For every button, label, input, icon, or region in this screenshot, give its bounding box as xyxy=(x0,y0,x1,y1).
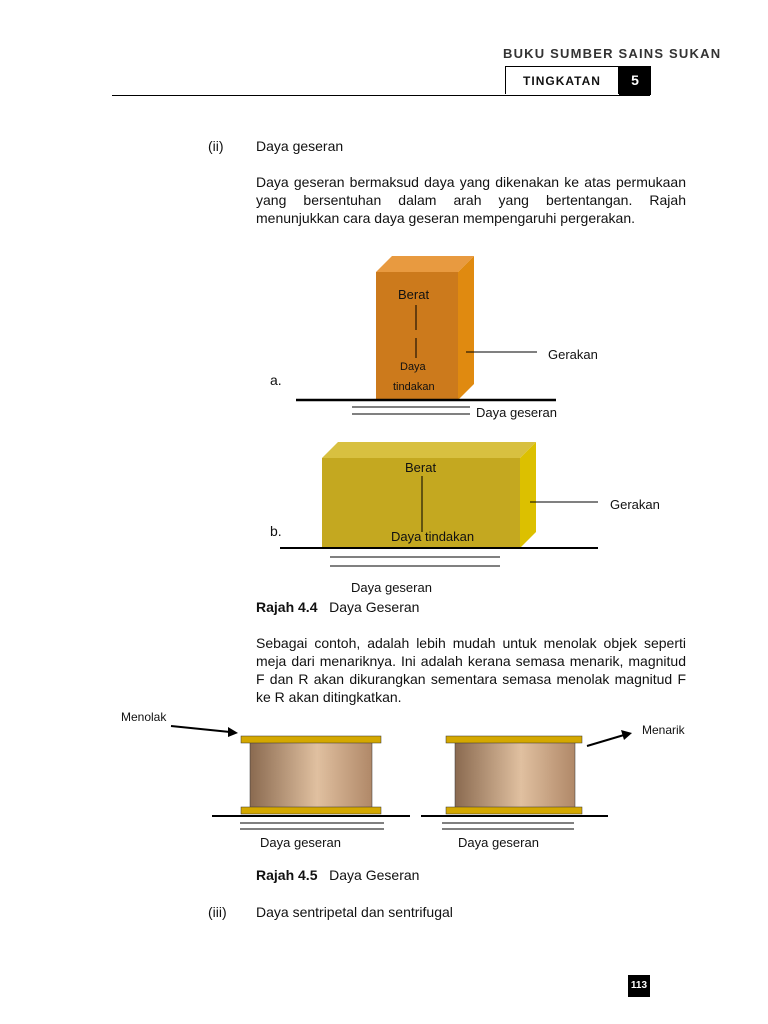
section-ii-title: Daya geseran xyxy=(256,138,344,154)
push-arrow-head xyxy=(228,727,238,737)
figure-b-gerakan: Gerakan xyxy=(610,497,660,512)
level-box: TINGKATAN xyxy=(505,66,619,94)
pull-label: Menarik xyxy=(642,723,685,737)
figure-b-marker: b. xyxy=(270,523,282,539)
figure-a-berat: Berat xyxy=(398,287,430,302)
left-geseran: Daya geseran xyxy=(260,835,341,850)
figure-a-gerakan: Gerakan xyxy=(548,347,598,362)
figure-44-caption-label: Rajah 4.4 xyxy=(256,599,318,615)
section-iii-title: Daya sentripetal dan sentrifugal xyxy=(256,904,453,920)
right-spool xyxy=(445,735,583,815)
figure-a-tindakan: tindakan xyxy=(393,381,435,393)
figure-a-marker: a. xyxy=(270,372,282,388)
level-number: 5 xyxy=(619,66,651,95)
pull-arrow-head xyxy=(621,730,632,740)
level-label: TINGKATAN xyxy=(523,74,601,88)
figure-a-box xyxy=(376,256,474,400)
section-iii-number: (iii) xyxy=(208,904,227,920)
push-arrow-shaft xyxy=(170,725,231,733)
figure-44-caption-text: Daya Geseran xyxy=(329,599,420,615)
header-rule xyxy=(112,95,650,96)
figure-45-caption: Rajah 4.5 Daya Geseran xyxy=(256,866,419,884)
figure-b-berat: Berat xyxy=(405,460,437,475)
figure-b-box xyxy=(322,442,536,548)
section-ii-paragraph: Daya geseran bermaksud daya yang dikenak… xyxy=(256,174,686,226)
figure-a-daya: Daya xyxy=(400,361,426,373)
example-paragraph: Sebagai contoh, adalah lebih mudah untuk… xyxy=(256,635,686,705)
figure-45-caption-label: Rajah 4.5 xyxy=(256,867,318,883)
figure-b-geseran: Daya geseran xyxy=(351,580,432,595)
figure-a-geseran: Daya geseran xyxy=(476,405,557,420)
left-spool xyxy=(240,735,382,815)
figure-45-caption-text: Daya Geseran xyxy=(329,867,420,883)
figure-44-caption: Rajah 4.4 Daya Geseran xyxy=(256,598,419,616)
right-geseran: Daya geseran xyxy=(458,835,539,850)
book-title: BUKU SUMBER SAINS SUKAN xyxy=(503,46,722,61)
push-label: Menolak xyxy=(121,710,167,724)
page-number: 113 xyxy=(628,975,650,997)
section-ii-number: (ii) xyxy=(208,138,224,154)
pull-arrow-shaft xyxy=(586,734,625,747)
figure-b-daya: Daya tindakan xyxy=(391,529,475,544)
